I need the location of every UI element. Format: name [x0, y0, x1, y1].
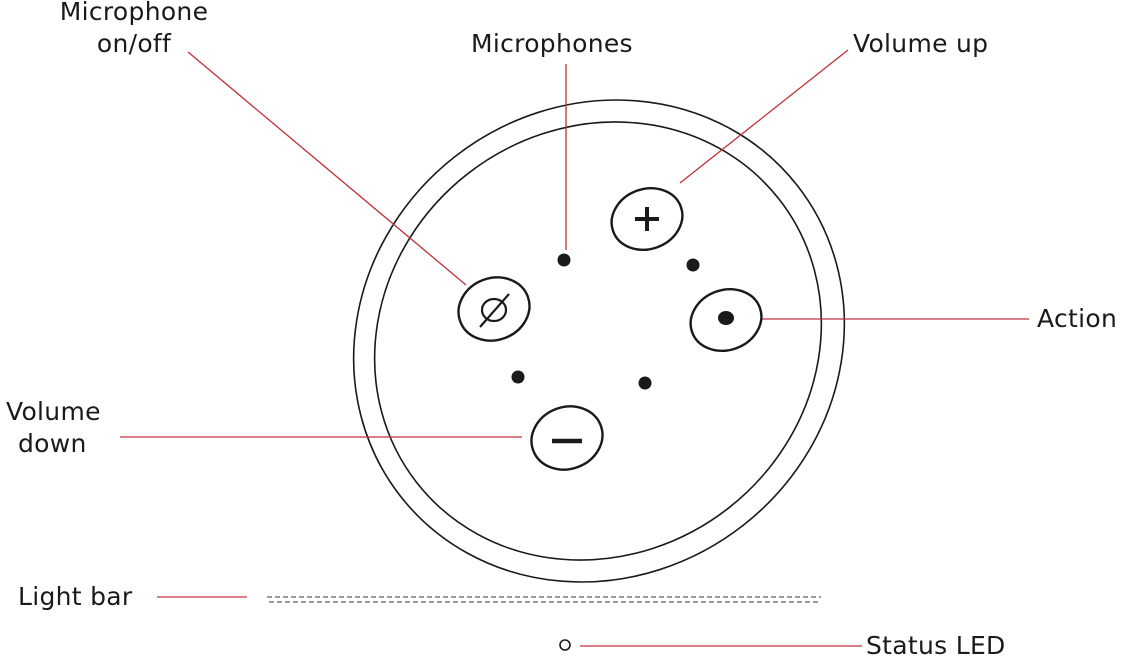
device-body — [352, 99, 846, 583]
mic-onoff-button[interactable] — [450, 268, 539, 351]
label-light-bar: Light bar — [18, 582, 133, 611]
label-volume-down-line2: down — [18, 429, 87, 458]
leader-line-volume-up — [679, 49, 849, 184]
leader-lines — [120, 49, 1029, 647]
dot-icon — [718, 311, 734, 325]
label-status-led: Status LED — [866, 631, 1006, 660]
device-inner-ring — [373, 121, 823, 561]
mic-off-icon — [479, 293, 510, 328]
label-action: Action — [1037, 304, 1118, 333]
volume-up-button[interactable] — [603, 178, 691, 259]
leader-line-mic-onoff — [187, 51, 467, 286]
label-mic-onoff-line2: on/off — [96, 29, 172, 58]
microphone-hole — [686, 258, 700, 272]
label-volume-down: Volume down — [6, 396, 101, 460]
microphone-hole — [638, 376, 652, 390]
microphone-hole — [511, 370, 525, 384]
volume-down-button[interactable] — [523, 397, 612, 480]
device-outer-ring — [352, 99, 846, 583]
microphone-holes — [511, 253, 700, 390]
label-mic-onoff-line1: Microphone — [59, 0, 209, 26]
label-volume-up: Volume up — [853, 29, 989, 58]
plus-icon — [635, 207, 659, 231]
label-microphones: Microphones — [471, 29, 633, 58]
light-bar — [267, 596, 821, 603]
microphone-hole — [557, 253, 571, 267]
label-volume-down-line1: Volume — [6, 397, 101, 426]
status-led — [559, 639, 571, 651]
label-mic-onoff: Microphone on/off — [55, 0, 213, 60]
action-button[interactable] — [682, 279, 770, 360]
